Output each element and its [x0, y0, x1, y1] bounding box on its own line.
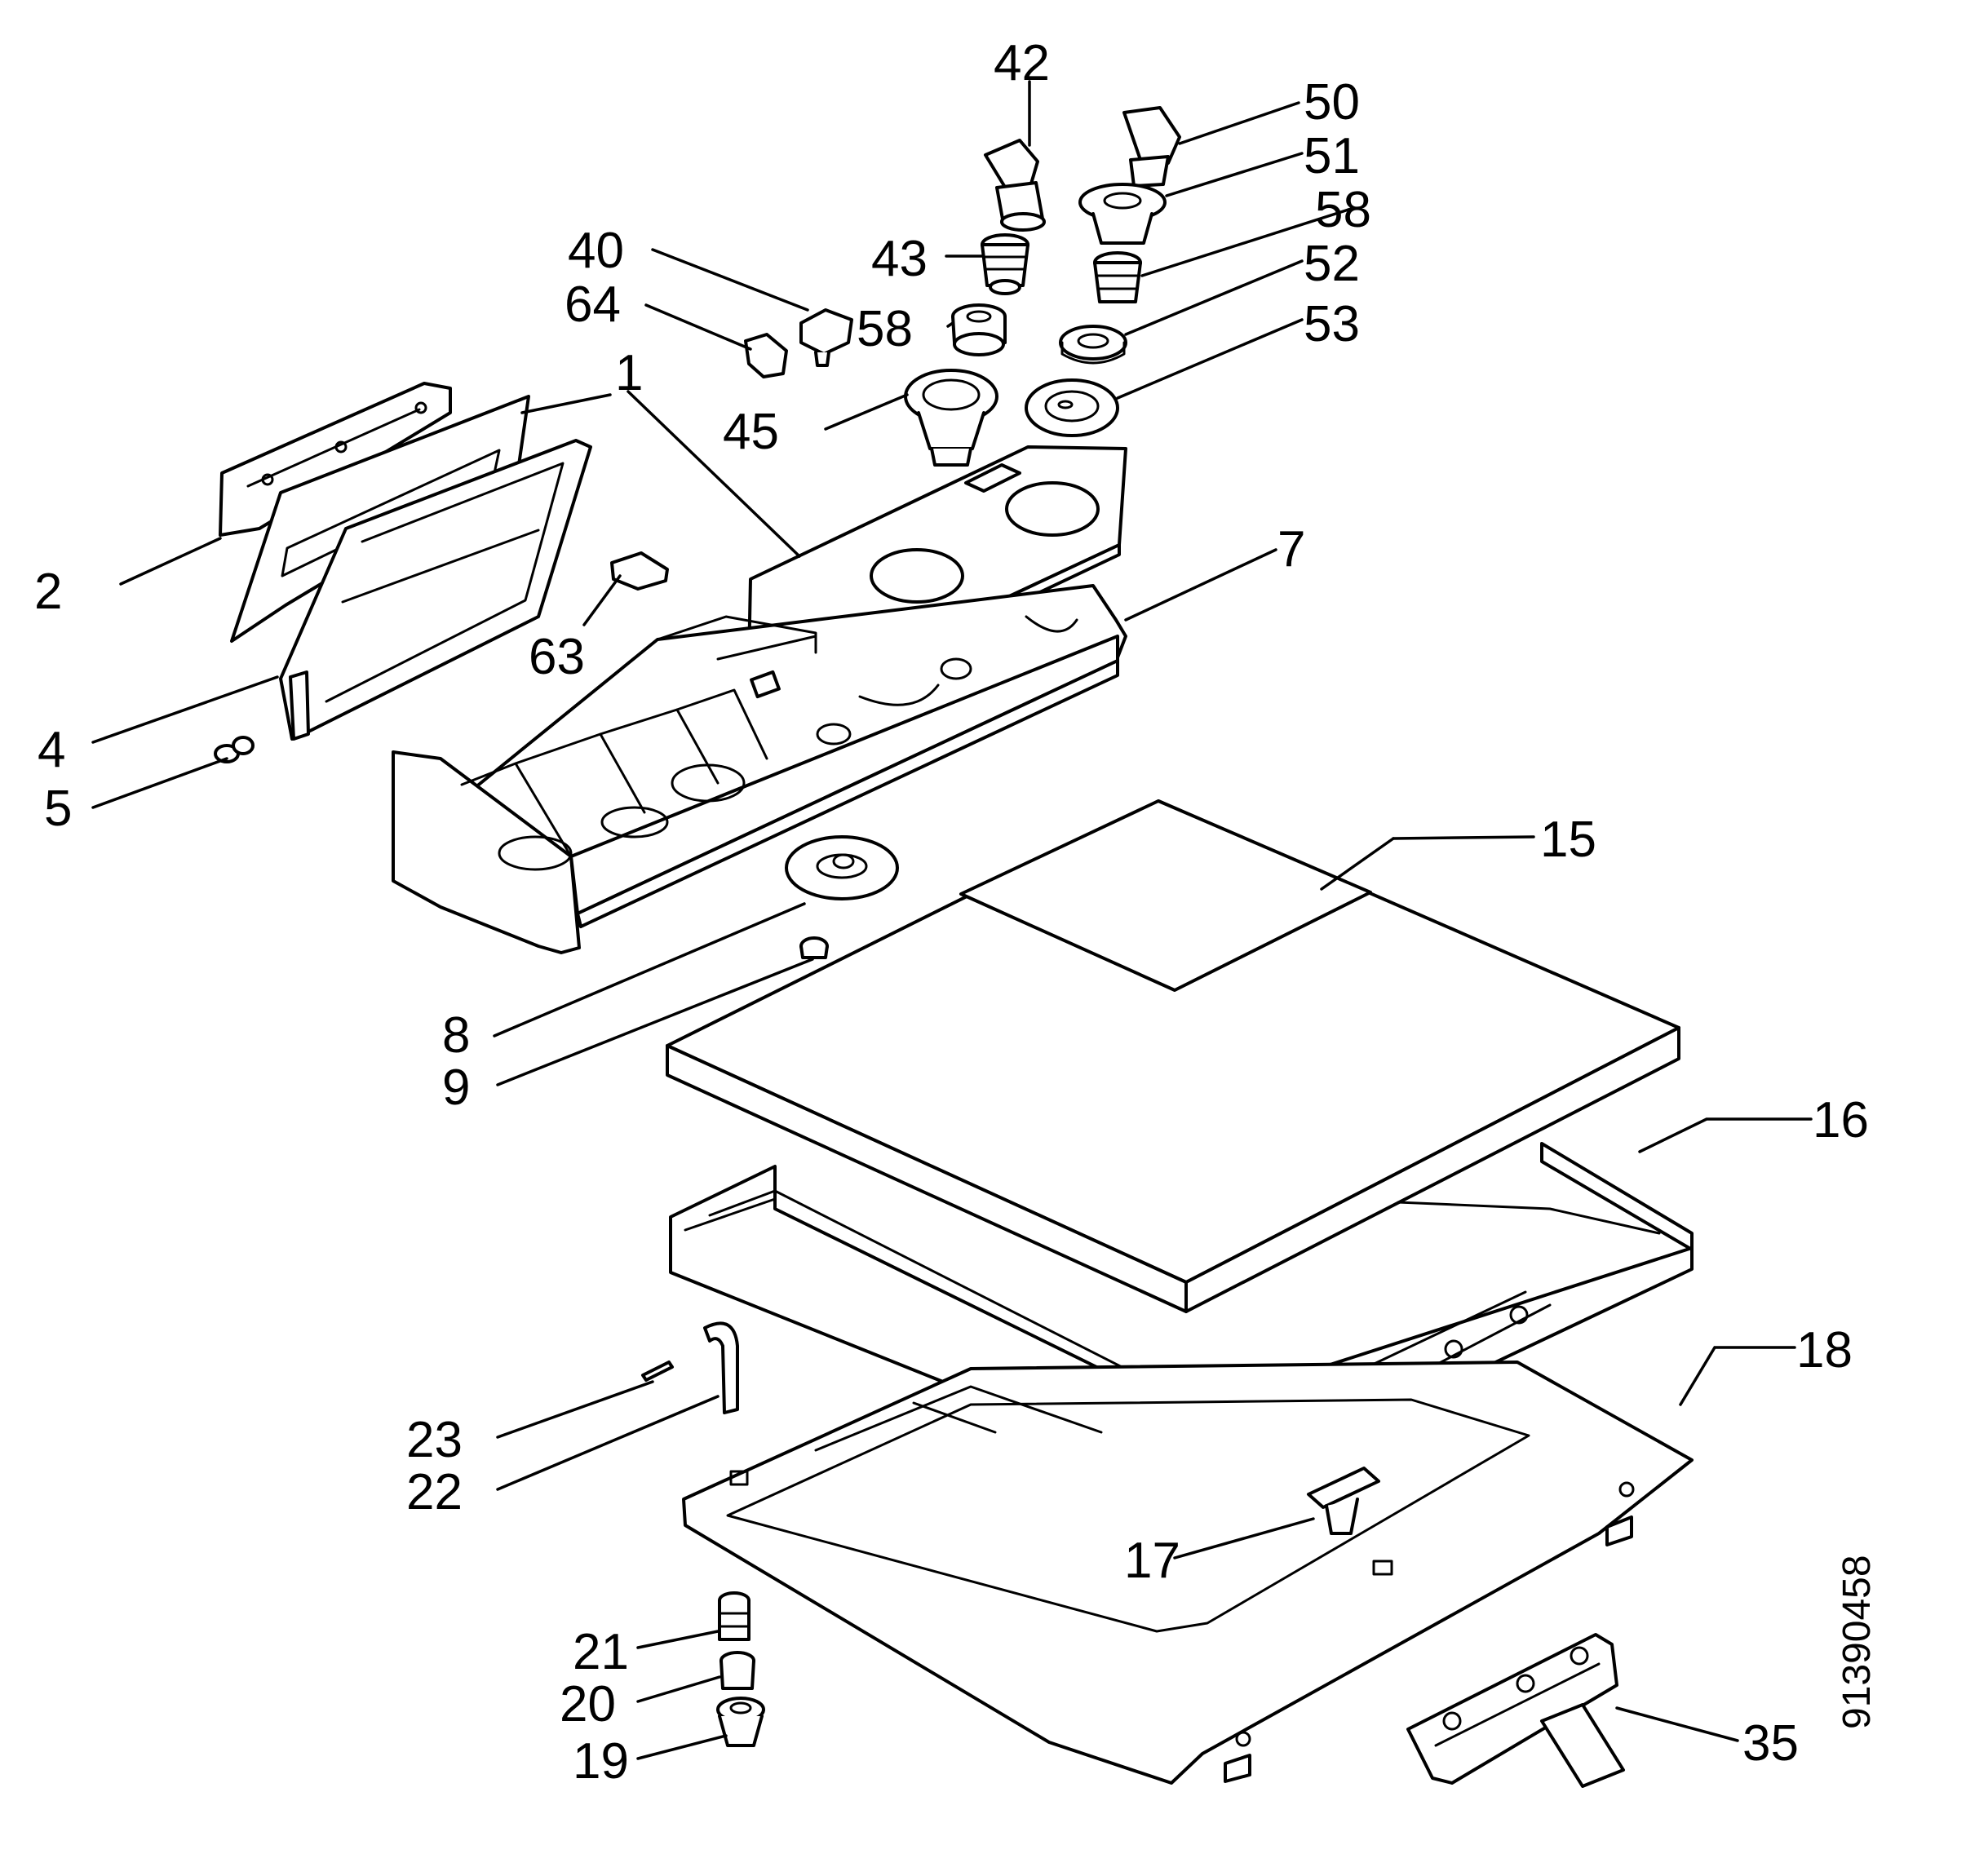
clip-64: [744, 333, 788, 378]
callout-16: 16: [1813, 1092, 1869, 1148]
callout-18: 18: [1796, 1322, 1853, 1378]
callout-23: 23: [406, 1412, 463, 1468]
callout-51: 51: [1304, 128, 1360, 184]
callout-2: 2: [34, 564, 62, 620]
callout-20: 20: [560, 1676, 616, 1732]
spring-21: [718, 1591, 750, 1641]
callout-1: 1: [615, 345, 643, 401]
callout-64: 64: [565, 277, 621, 333]
callout-17: 17: [1124, 1533, 1180, 1589]
latch-17: [1307, 1467, 1380, 1535]
foot-19: [716, 1697, 765, 1747]
callout-22: 22: [406, 1464, 463, 1520]
screw-5: [214, 736, 255, 763]
document-code: 91390458: [1835, 1555, 1879, 1729]
callout-52: 52: [1304, 236, 1360, 292]
nut-52: [1059, 325, 1127, 365]
callout-5: 5: [44, 781, 72, 837]
bush-58-left: [951, 303, 1007, 356]
callout-58-left: 58: [857, 301, 913, 357]
callout-9: 9: [442, 1060, 470, 1116]
callout-19: 19: [573, 1733, 629, 1790]
callout-43: 43: [871, 231, 928, 287]
callout-7: 7: [1277, 521, 1305, 577]
pin-23: [641, 1361, 674, 1382]
spring-58-right: [1093, 251, 1142, 303]
worktop-15: [666, 799, 1680, 1313]
base-18: [682, 1361, 1694, 1785]
valve-8: [785, 835, 899, 900]
callout-4: 4: [38, 722, 65, 778]
callout-8: 8: [442, 1007, 470, 1064]
callout-labels: 42 50 51 58 52 53 40 43 64 58 45 1 2 7 6…: [34, 35, 1869, 1790]
callout-50: 50: [1304, 74, 1360, 131]
spring-43: [981, 233, 1029, 295]
bracket-35: [1406, 1633, 1625, 1788]
grip-63: [610, 551, 669, 591]
callout-15: 15: [1540, 812, 1596, 868]
hose-22: [703, 1321, 739, 1414]
callout-53: 53: [1304, 296, 1360, 352]
callout-45: 45: [723, 404, 779, 460]
knob-42: [984, 139, 1046, 232]
bush-20: [719, 1651, 755, 1690]
callout-40: 40: [568, 223, 624, 279]
dispenser-housing-7: [392, 584, 1127, 954]
ring-53: [1025, 378, 1119, 437]
ring-51: [1078, 183, 1167, 245]
callout-63: 63: [529, 629, 585, 685]
callout-42: 42: [994, 35, 1050, 91]
callout-35: 35: [1742, 1715, 1799, 1772]
knob-50: [1122, 106, 1181, 188]
leader-lines: [91, 80, 1813, 1760]
callout-21: 21: [573, 1624, 629, 1680]
flap-4: [279, 439, 592, 741]
cap-9: [799, 936, 829, 959]
cap-40: [799, 308, 853, 367]
cup-45: [904, 369, 998, 467]
callout-58-right: 58: [1315, 182, 1371, 238]
